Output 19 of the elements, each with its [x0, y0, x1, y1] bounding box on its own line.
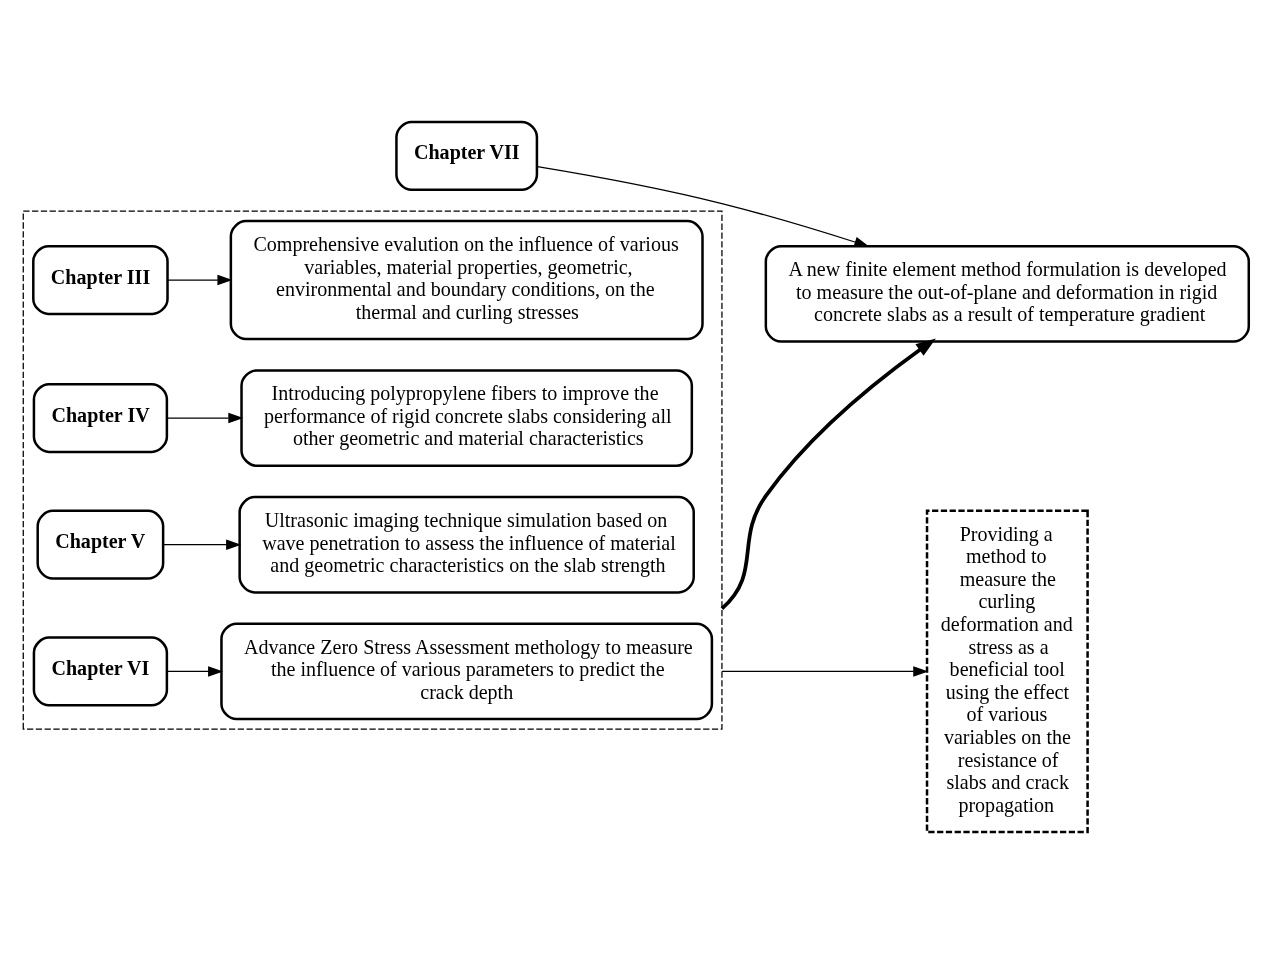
node-box: Advance Zero Stress Assessment methology to measure the influence of various parameters to predict the crack depth	[220, 622, 714, 721]
node-box: Providing a method to measure the curling deformation and stress as a beneficial tool using the effect of various variables on the resistance of slabs and crack propagation	[925, 509, 1089, 834]
arrow	[166, 274, 233, 286]
arrow	[720, 338, 936, 611]
node-box: A new finite element method formulation is developed to measure the out-of-plane and deformation in rigid concrete slabs as a result of temperature gradient	[764, 244, 1251, 343]
node-box: Chapter V	[36, 509, 165, 580]
node-box: Comprehensive evalution on the influence of various variables, material properties, geometric, environmental and boundary conditions, on the thermal and curling stresses	[229, 219, 704, 341]
arrow	[162, 539, 242, 550]
arrow	[721, 666, 929, 677]
node-box: Ultrasonic imaging technique simulation based on wave penetration to assess the influence of material and geometric characteristics on the slab strength	[238, 495, 695, 594]
arrow	[536, 165, 870, 248]
node-box: Chapter VI	[32, 636, 169, 707]
node-box: Introducing polypropylene fibers to improve the performance of rigid concrete slabs considering all other geometric and material characteristics	[240, 369, 694, 467]
arrow	[166, 412, 244, 424]
node-box: Chapter VII	[395, 120, 539, 191]
node-box: Chapter IV	[32, 382, 169, 454]
arrow	[166, 666, 224, 677]
node-box: Chapter III	[32, 244, 169, 316]
cluster	[22, 210, 723, 730]
